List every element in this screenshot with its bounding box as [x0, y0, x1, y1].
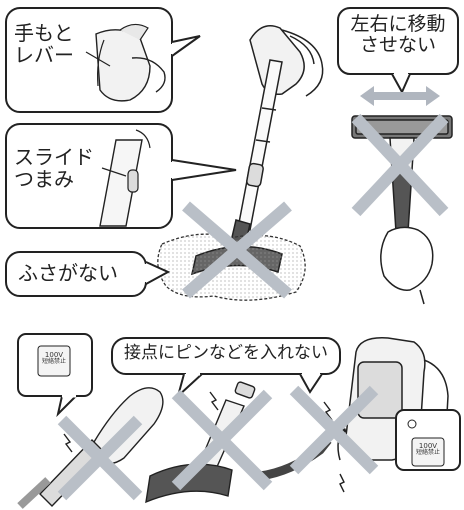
- no-move-label-line1: 左右に移動: [350, 13, 446, 35]
- cross-mark: [182, 201, 292, 299]
- warning-label-left-text: 100V 短絡禁止: [38, 351, 70, 366]
- warning-left-note: 短絡禁止: [41, 358, 66, 366]
- hand: [380, 226, 434, 291]
- vacuum-pipe: [237, 59, 283, 231]
- no-move-label: 左右に移動 させない: [340, 13, 456, 57]
- warning-left-voltage: 100V: [44, 351, 64, 359]
- no-cover-label: ふさがない: [18, 261, 118, 285]
- vacuum-handle-body: [249, 25, 324, 97]
- warning-label-right: [395, 409, 461, 471]
- warning-label-right-text: 100V 短絡禁止: [412, 442, 444, 457]
- slide-knob-label-line2: つまみ: [14, 167, 74, 192]
- slide-knob-label: スライド つまみ: [14, 146, 94, 191]
- lever-callout: [5, 7, 201, 113]
- no-move-label-line2: させない: [359, 34, 436, 57]
- no-contact-label: 接点にピンなどを入れない: [124, 343, 328, 363]
- slide-callout: [5, 123, 237, 229]
- warning-right-note: 短絡禁止: [415, 449, 440, 457]
- no-cover-callout: [5, 251, 171, 297]
- cross-mark: [57, 385, 379, 501]
- spark-icon: [63, 391, 345, 493]
- slide-knob-label-line1: スライド: [14, 145, 94, 169]
- cross-mark: [351, 113, 449, 217]
- double-arrow-icon: [360, 86, 440, 106]
- no-move-callout: [337, 7, 459, 95]
- lever-label: 手もと レバー: [14, 22, 74, 67]
- lever-label-line1: 手もと: [14, 21, 74, 45]
- lever-label-line2: レバー: [14, 43, 74, 68]
- warning-label-left: [17, 333, 93, 418]
- warning-right-voltage: 100V: [418, 442, 438, 450]
